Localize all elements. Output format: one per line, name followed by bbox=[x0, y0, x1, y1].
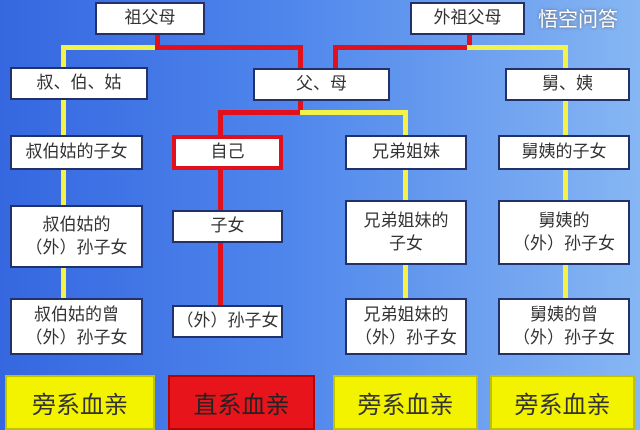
connector bbox=[467, 45, 567, 50]
node-text: （外）孙子女 bbox=[513, 233, 615, 254]
node-grandparents: 祖父母 bbox=[95, 2, 205, 35]
label-collateral: 旁系血亲 bbox=[490, 375, 635, 430]
node-text: 子女 bbox=[389, 233, 423, 254]
node-text: 祖父母 bbox=[124, 8, 176, 29]
node-siblings: 兄弟姐妹 bbox=[345, 135, 467, 170]
node-text: （外）孙子女 bbox=[513, 327, 615, 348]
node-sibling-grandchildren: 兄弟姐妹的（外）孙子女 bbox=[345, 298, 467, 355]
connector bbox=[333, 45, 472, 50]
node-grandchildren: （外）孙子女 bbox=[172, 305, 283, 338]
node-text: 自己 bbox=[210, 142, 245, 163]
node-self: 自己 bbox=[172, 135, 283, 170]
node-text: 兄弟姐妹的 bbox=[363, 210, 449, 231]
node-text: （外）孙子女 bbox=[25, 237, 128, 258]
connector bbox=[300, 110, 407, 115]
node-maternal-cousins: 舅姨的子女 bbox=[498, 135, 630, 170]
node-maternal-great-grandchildren: 舅姨的曾（外）孙子女 bbox=[498, 298, 630, 355]
node-paternal-grandchildren: 叔伯姑的（外）孙子女 bbox=[10, 205, 143, 268]
node-parents: 父、母 bbox=[253, 68, 390, 101]
node-text: （外）孙子女 bbox=[176, 311, 279, 332]
node-text: 叔、伯、姑 bbox=[36, 73, 122, 94]
watermark: 悟空问答 bbox=[538, 7, 618, 31]
node-maternal-uncles-aunts: 舅、姨 bbox=[505, 68, 630, 101]
connector bbox=[563, 45, 568, 68]
connector bbox=[155, 35, 160, 50]
label-collateral: 旁系血亲 bbox=[333, 375, 478, 430]
node-text: 父、母 bbox=[296, 74, 347, 95]
node-text: 兄弟姐妹的 bbox=[363, 304, 449, 325]
connector bbox=[61, 45, 160, 50]
node-text: 舅姨的 bbox=[538, 210, 590, 231]
node-text: 舅姨的子女 bbox=[521, 142, 607, 163]
node-text: 叔伯姑的 bbox=[42, 214, 111, 235]
node-sibling-children: 兄弟姐妹的子女 bbox=[345, 200, 467, 265]
node-text: （外）孙子女 bbox=[355, 327, 457, 348]
connector bbox=[298, 45, 303, 68]
connector bbox=[467, 35, 472, 50]
node-maternal-grandparents: 外祖父母 bbox=[410, 2, 525, 35]
node-paternal-uncles-aunts: 叔、伯、姑 bbox=[10, 67, 148, 100]
label-lineal: 直系血亲 bbox=[168, 375, 315, 430]
connector bbox=[218, 110, 223, 305]
node-paternal-great-grandchildren: 叔伯姑的曾（外）孙子女 bbox=[10, 298, 143, 355]
connector bbox=[298, 100, 303, 115]
node-text: 舅、姨 bbox=[542, 74, 593, 95]
node-paternal-cousins: 叔伯姑的子女 bbox=[10, 135, 143, 170]
node-text: （外）孙子女 bbox=[25, 327, 128, 348]
connector bbox=[218, 110, 303, 115]
node-maternal-grandchildren: 舅姨的（外）孙子女 bbox=[498, 200, 630, 265]
node-text: 外祖父母 bbox=[433, 8, 502, 29]
label-collateral: 旁系血亲 bbox=[5, 375, 155, 430]
node-text: 叔伯姑的曾 bbox=[34, 304, 119, 325]
connector bbox=[61, 100, 66, 300]
connector bbox=[155, 45, 303, 50]
connector bbox=[333, 45, 338, 68]
node-children: 子女 bbox=[172, 210, 283, 243]
node-text: 舅姨的曾 bbox=[530, 304, 598, 325]
node-text: 兄弟姐妹 bbox=[372, 142, 440, 163]
node-text: 子女 bbox=[210, 216, 245, 237]
connector bbox=[61, 45, 66, 67]
node-text: 叔伯姑的子女 bbox=[25, 142, 128, 163]
